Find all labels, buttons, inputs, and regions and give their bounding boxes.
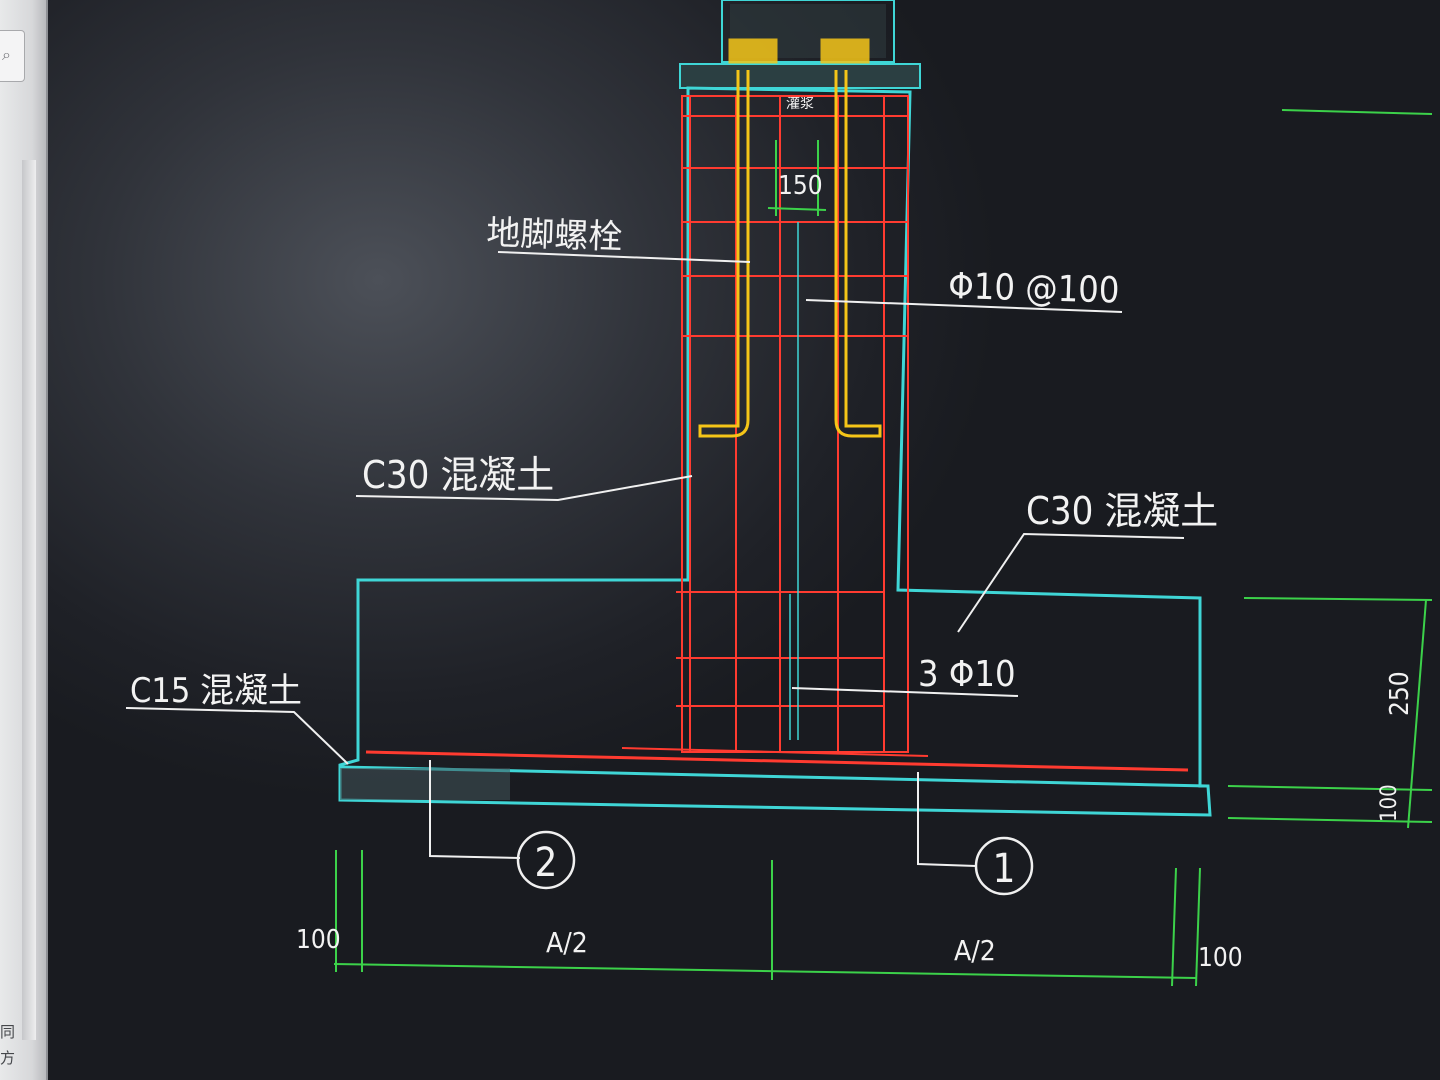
dim-ext-far-right — [1195, 867, 1201, 987]
anchor-bolts — [698, 38, 882, 438]
grout-label: 灌浆 — [786, 96, 814, 112]
leader-concrete-base — [957, 532, 1185, 633]
leader-marker-1 — [917, 772, 977, 867]
callout-marker-2: 2 — [516, 830, 576, 890]
dim-horizontal-line — [333, 963, 1197, 979]
rebar-cage — [365, 95, 1189, 772]
leader-lean-concrete — [125, 707, 349, 765]
panel-scroll-strip[interactable] — [22, 160, 36, 1040]
anchor-bolt-right — [834, 70, 882, 438]
dim-bolt-spacing-text: 150 — [778, 171, 823, 201]
dim-half-a-left-text: A/2 — [546, 926, 588, 959]
callout-marker-1: 1 — [974, 836, 1034, 896]
dim-cushion-height-text: 100 — [1377, 784, 1402, 822]
steel-column-stub — [721, 0, 895, 63]
magnifier-icon[interactable]: ⌕ — [2, 45, 11, 64]
grout-layer — [679, 63, 921, 89]
dimension-lines — [333, 109, 1433, 987]
leader-anchor-bolt — [497, 251, 751, 263]
column-base-assembly: 灌浆 — [679, 0, 921, 112]
bolt-nut-left — [728, 38, 778, 64]
search-box[interactable]: ⌕ — [0, 30, 25, 82]
dim-left-offset-text: 100 — [296, 925, 341, 955]
left-tool-panel: ⌕ 同 方 — [0, 0, 48, 1080]
dim-base-bottom-ext — [1227, 817, 1433, 823]
leader-marker-2 — [429, 760, 521, 859]
dim-vertical-line — [1407, 599, 1427, 829]
dim-half-a-right-text: A/2 — [954, 934, 996, 967]
foundation-section-drawing: 灌浆 — [125, 0, 1433, 987]
dim-right-offset-text: 100 — [1198, 943, 1243, 973]
bolt-nut-right — [820, 38, 870, 64]
marker-1-text: 1 — [993, 846, 1016, 892]
anchor-bolt-left — [698, 70, 750, 438]
label-concrete-pier: C30 混凝土 — [362, 453, 554, 497]
dim-base-mid-ext — [1227, 785, 1433, 791]
label-anchor-bolt: 地脚螺栓 — [486, 213, 623, 258]
dim-bolt-spacing-line — [767, 207, 827, 211]
bottom-mesh-bar — [365, 750, 1189, 772]
side-text-2: 方 — [0, 1049, 16, 1067]
label-concrete-base: C30 混凝土 — [1026, 489, 1218, 533]
side-text-1: 同 — [0, 1023, 16, 1041]
dim-base-top-ext — [1243, 597, 1433, 601]
cad-canvas[interactable]: 灌浆 — [48, 0, 1440, 1080]
dim-base-height-text: 250 — [1385, 671, 1415, 716]
dim-top-right-line — [1281, 109, 1433, 115]
leader-concrete-pier — [355, 475, 693, 502]
leader-lines — [125, 251, 1185, 867]
label-bottom-bars: 3 Φ10 — [918, 654, 1016, 695]
leader-bottom-bars — [791, 687, 1019, 697]
leader-stirrup-spec — [805, 299, 1123, 313]
label-stirrup-spec: Φ10 @100 — [948, 266, 1120, 311]
marker-2-text: 2 — [535, 840, 558, 886]
lean-concrete-hatch — [340, 768, 510, 800]
dim-ext-right — [1171, 867, 1177, 987]
bottom-hook-line — [621, 747, 929, 757]
label-lean-concrete: C15 混凝土 — [130, 671, 302, 711]
concrete-outline — [338, 86, 1212, 817]
